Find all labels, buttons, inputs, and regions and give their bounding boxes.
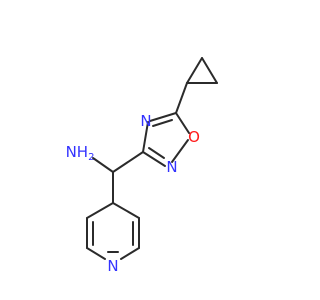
pyridine-ring (86, 202, 140, 260)
pyridine-n-label: N (107, 257, 118, 275)
oxadiazole-ring (142, 112, 190, 167)
oxadiazole-o1-label: O (188, 128, 200, 146)
bond-c3-methine (112, 151, 144, 173)
bond-cyclopropyl-c5 (175, 82, 188, 114)
oxadiazole-n2-label: N (166, 158, 177, 176)
bond-methine-amine (92, 157, 114, 173)
cyclopropyl-ring (186, 57, 218, 84)
amine-label: NH2 (66, 143, 95, 163)
oxadiazole-n4-label: N (140, 112, 151, 130)
molecule-structure: NH2 N O N N (66, 57, 218, 275)
